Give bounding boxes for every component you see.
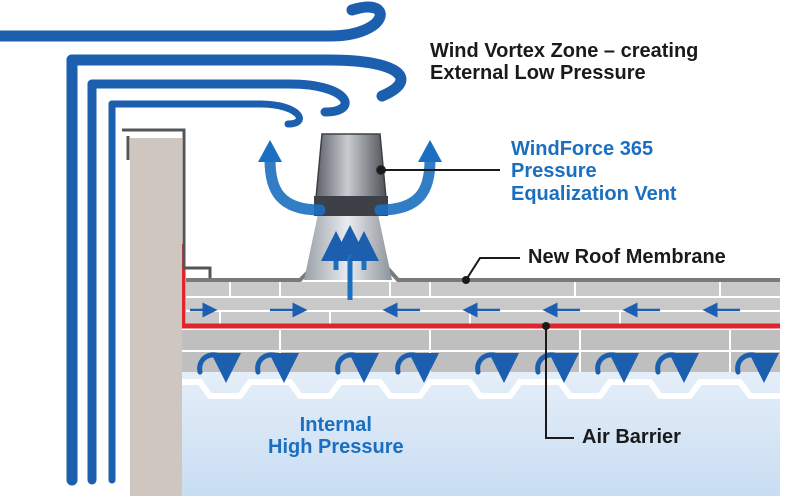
deck-swirl-arrows bbox=[197, 352, 779, 383]
parapet-coping bbox=[122, 128, 212, 278]
wind-zone-label: Wind Vortex Zone – creating External Low… bbox=[430, 40, 698, 85]
leader-lines bbox=[381, 169, 574, 439]
wind-zone-line1: Wind Vortex Zone – creating bbox=[430, 40, 699, 62]
membrane-label: New Roof Membrane bbox=[528, 246, 726, 268]
wind-swirl-icon bbox=[0, 1, 407, 486]
vent-label-line3: Equalization Vent bbox=[511, 182, 677, 205]
air-barrier-label: Air Barrier bbox=[582, 426, 681, 448]
airflow-arrow-icon bbox=[321, 225, 379, 300]
parapet-wall bbox=[130, 138, 182, 496]
internal-pressure-line2: High Pressure bbox=[268, 436, 404, 459]
internal-pressure-line1: Internal bbox=[299, 414, 372, 436]
upper-insulation-layer bbox=[186, 282, 780, 324]
vent-label: WindForce 365 Pressure Equalization Vent bbox=[511, 138, 677, 205]
vent-label-line2: Pressure bbox=[511, 160, 597, 183]
vent-label-line1: WindForce 365 bbox=[511, 138, 654, 160]
internal-pressure-label: Internal High Pressure bbox=[268, 414, 404, 459]
air-barrier-line bbox=[180, 244, 780, 329]
vent-exhaust-arrows bbox=[264, 154, 436, 216]
wind-zone-line2: External Low Pressure bbox=[430, 62, 646, 85]
